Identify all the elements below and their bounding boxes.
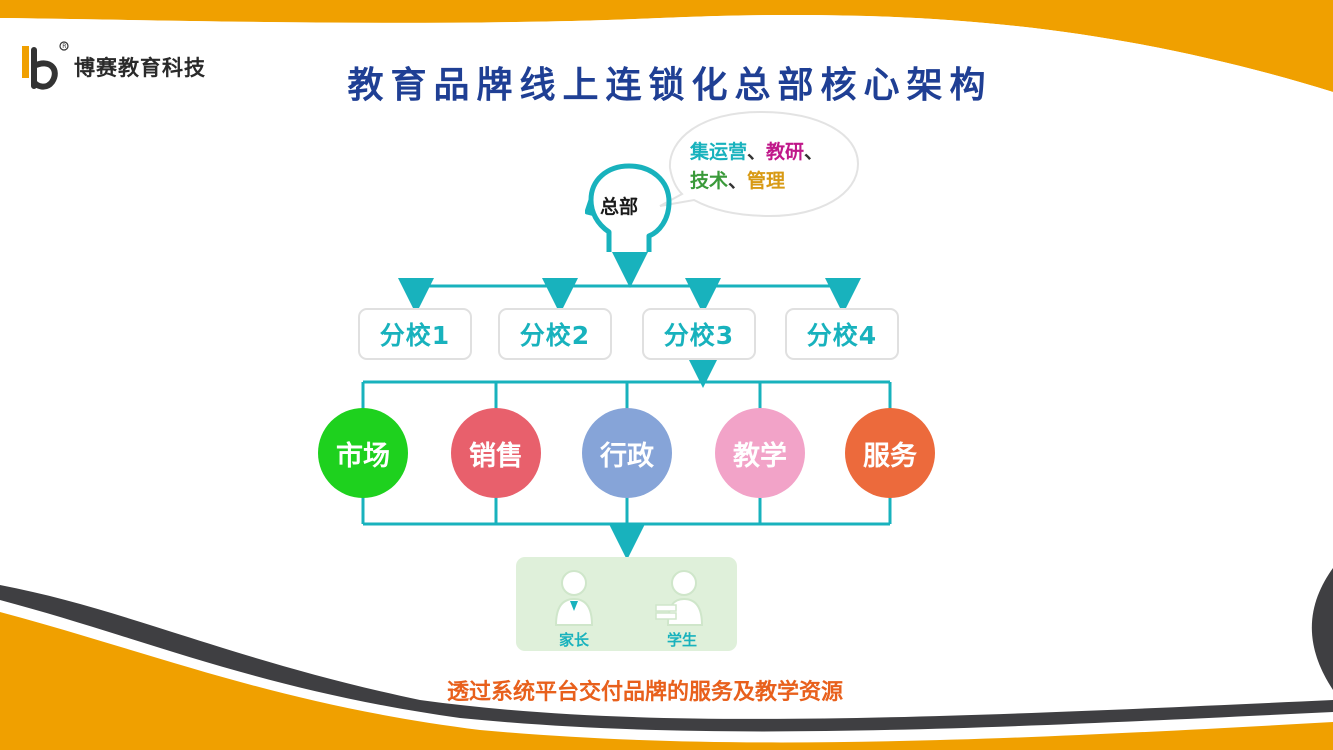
hq-functions-text: 集运营、教研、技术、管理 [690, 138, 860, 196]
bubble-part: 、 [747, 141, 767, 163]
bubble-part: 教研 [766, 141, 805, 163]
stakeholders-box: 家长 学生 [516, 557, 737, 651]
stakeholder-label: 学生 [666, 631, 697, 649]
parent-icon [554, 570, 594, 626]
bubble-part: 、 [728, 170, 748, 192]
branch-box: 分校3 [642, 308, 756, 360]
bubble-part: 技术 [690, 170, 729, 192]
logo-text: 博赛教育科技 [74, 56, 206, 80]
branch-box: 分校1 [358, 308, 472, 360]
branch-box: 分校2 [498, 308, 612, 360]
stakeholder-label: 家长 [558, 631, 589, 649]
branch-box: 分校4 [785, 308, 899, 360]
dept-circle: 销售 [451, 408, 541, 498]
head-icon [585, 163, 672, 252]
stakeholder-parent: 家长 [542, 565, 606, 650]
page-title: 教育品牌线上连锁化总部核心架构 [347, 65, 993, 106]
dept-circle: 服务 [845, 408, 935, 498]
svg-text:R: R [62, 43, 66, 50]
dept-circle: 行政 [582, 408, 672, 498]
logo-mark-icon: R [22, 41, 69, 90]
company-logo: R 博赛教育科技 [20, 40, 206, 94]
footer-caption: 透过系统平台交付品牌的服务及教学资源 [446, 680, 843, 705]
bubble-part: 、 [804, 141, 824, 163]
stakeholder-student: 学生 [650, 565, 714, 650]
bubble-part: 集运营 [690, 141, 748, 163]
dept-circle: 市场 [318, 408, 408, 498]
bubble-part: 管理 [747, 170, 786, 192]
dept-circle: 教学 [715, 408, 805, 498]
student-icon [655, 570, 704, 626]
hq-label: 总部 [600, 196, 639, 218]
